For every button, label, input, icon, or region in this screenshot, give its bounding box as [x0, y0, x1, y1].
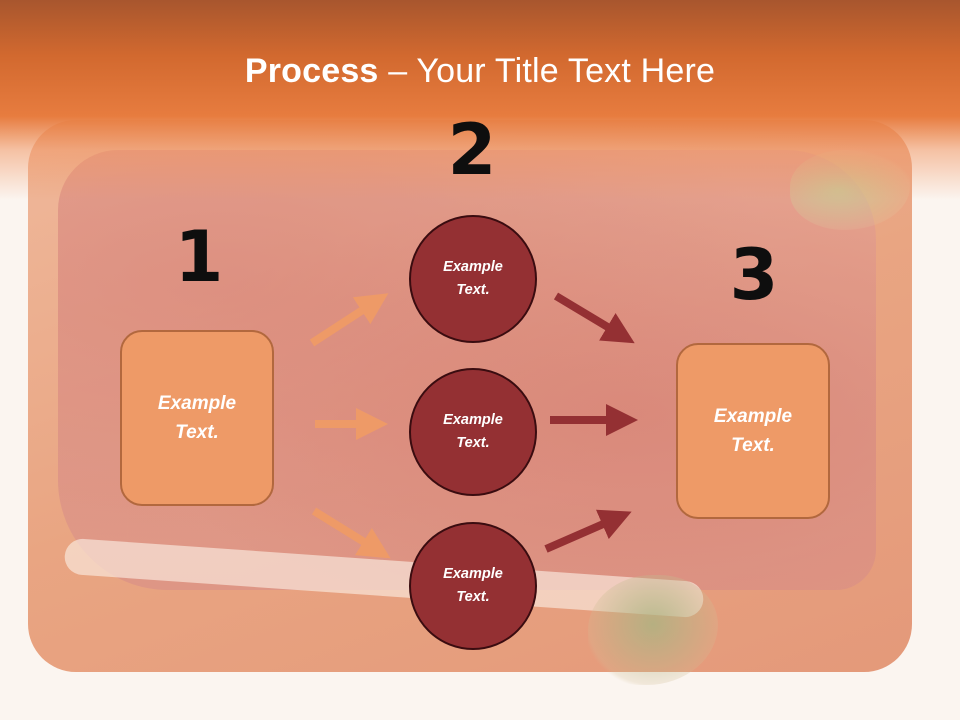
step-number-3: 3: [729, 234, 779, 316]
step-number-1: 1: [174, 216, 224, 298]
title-rest: – Your Title Text Here: [378, 52, 716, 90]
circle-middle[interactable]: Example Text.: [409, 368, 537, 496]
circle-top[interactable]: Example Text.: [409, 215, 537, 343]
arrow-left-to-circle-1: [309, 293, 389, 347]
header-band: [0, 0, 960, 200]
background-parsley-leaf: [588, 575, 718, 685]
slide-title[interactable]: Process – Your Title Text Here: [0, 52, 960, 91]
arrow-circle-1-to-right: [553, 292, 635, 344]
arrow-circle-3-to-right: [544, 509, 632, 553]
right-example-box[interactable]: Example Text.: [676, 343, 830, 519]
arrow-left-to-circle-3: [311, 507, 391, 559]
circle-bottom[interactable]: Example Text.: [409, 522, 537, 650]
left-example-box[interactable]: Example Text.: [120, 330, 274, 506]
step-number-2: 2: [447, 109, 497, 191]
title-bold: Process: [244, 52, 379, 90]
